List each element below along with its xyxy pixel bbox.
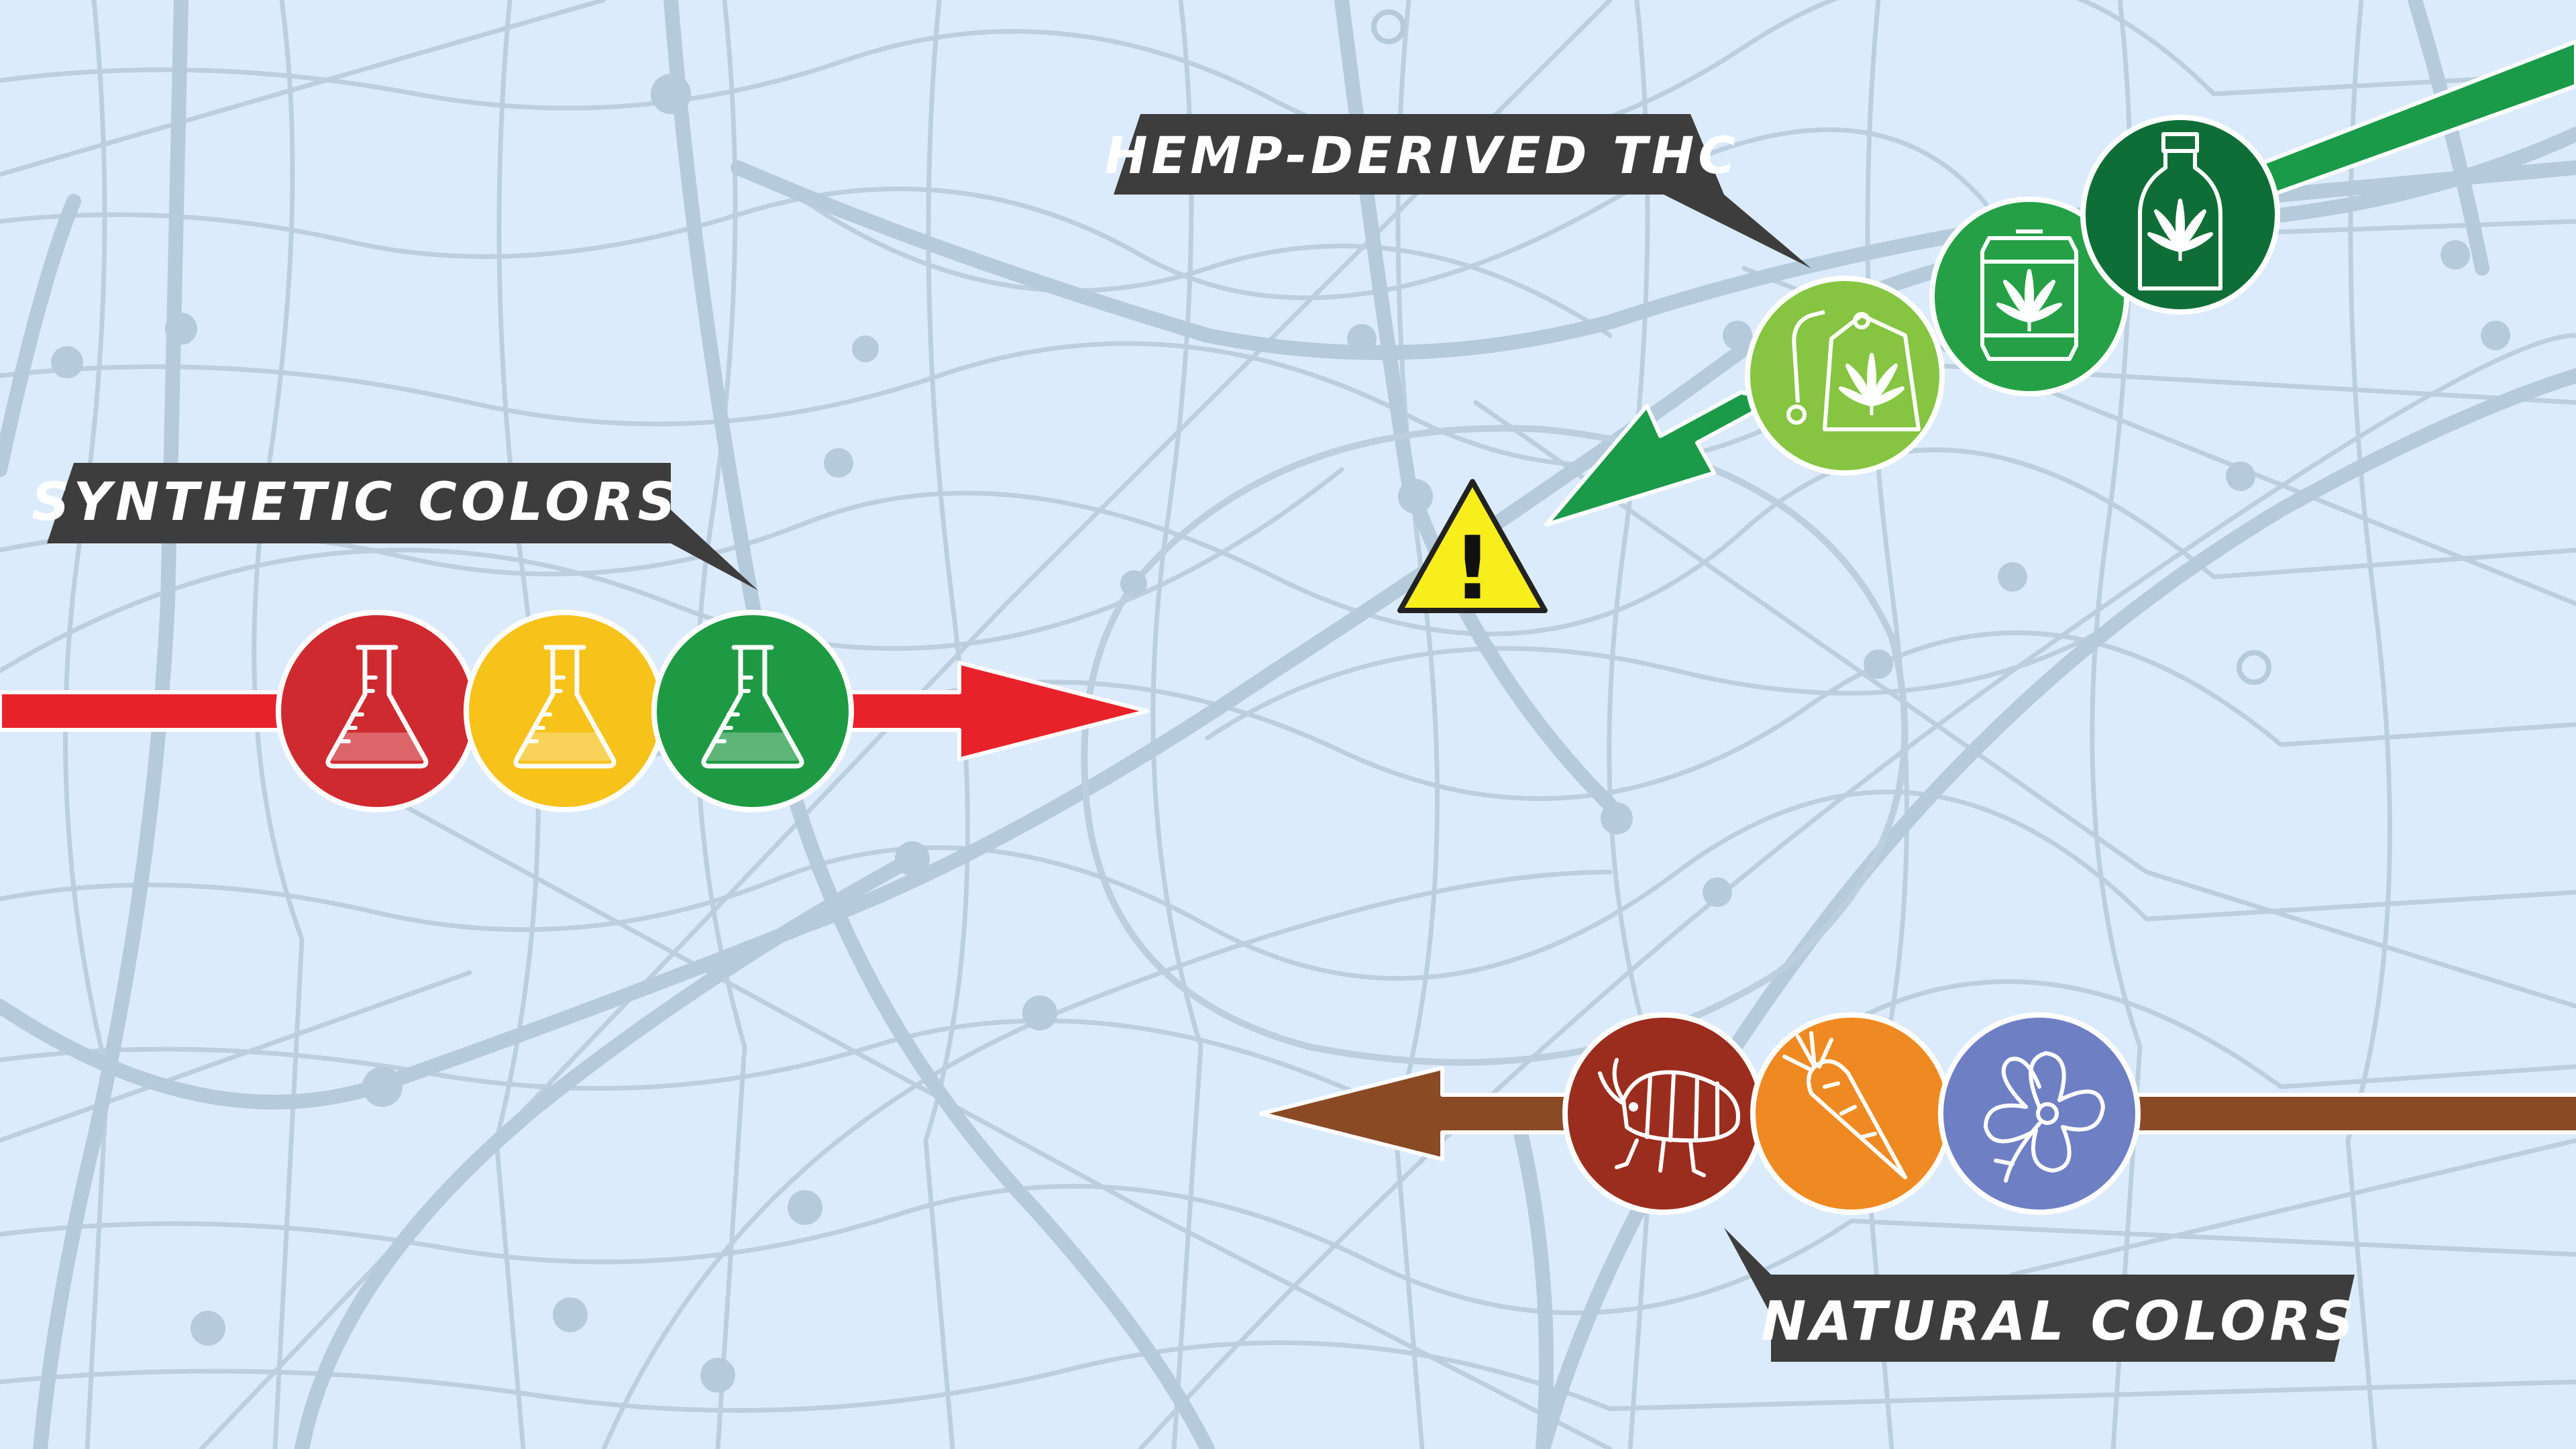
synthetic-red-circle xyxy=(276,610,478,812)
carrot-icon xyxy=(1782,1031,1907,1179)
warning-triangle-icon: ! xyxy=(1397,479,1548,619)
natural-insect-circle xyxy=(1562,1012,1765,1215)
natural-colors-label: NATURAL COLORS xyxy=(1724,1228,2357,1362)
natural-flower-circle xyxy=(1938,1012,2141,1215)
tea-bag-cannabis-icon xyxy=(1786,310,1921,431)
hemp-bottle-circle xyxy=(2080,115,2280,315)
hemp-derived-thc-route xyxy=(1544,39,2576,527)
synthetic-yellow-circle xyxy=(464,610,666,812)
insect-icon xyxy=(1598,1058,1740,1177)
synthetic-green-circle xyxy=(651,610,854,812)
can-cannabis-icon xyxy=(1980,229,2078,361)
hemp-tea-circle xyxy=(1745,276,1945,476)
warning-exclamation: ! xyxy=(1452,517,1492,619)
natural-colors-label-text: NATURAL COLORS xyxy=(1761,1290,2357,1352)
hemp-derived-thc-label-text: HEMP-DERIVED THC xyxy=(1105,125,1739,185)
bottle-cannabis-icon xyxy=(2138,132,2222,290)
natural-carrot-circle xyxy=(1750,1012,1953,1215)
hemp-derived-thc-label: HEMP-DERIVED THC xyxy=(1105,114,1811,268)
synthetic-colors-label-text: SYNTHETIC COLORS xyxy=(32,472,679,533)
synthetic-colors-label: SYNTHETIC COLORS xyxy=(32,463,758,590)
synthetic-colors-route xyxy=(0,610,1149,812)
natural-colors-route xyxy=(1259,1012,2576,1215)
flower-icon xyxy=(1984,1051,2105,1183)
road-junction-nodes xyxy=(51,74,2510,1393)
